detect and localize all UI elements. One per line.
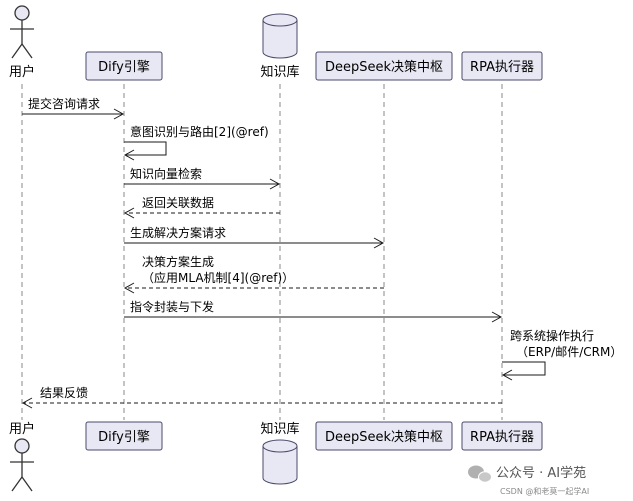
message-2-self-arrow bbox=[124, 141, 167, 156]
participant-rpa-top-box bbox=[461, 51, 543, 81]
message-9-arrowhead bbox=[21, 397, 33, 409]
participant-deepseek-top: DeepSeek决策中枢 bbox=[325, 59, 443, 75]
participant-kb-bottom: 知识库 bbox=[260, 421, 299, 437]
user-actor-top-icon bbox=[10, 5, 34, 59]
database-bottom-icon bbox=[262, 439, 298, 485]
participant-user-top: 用户 bbox=[9, 64, 35, 80]
message-3-arrowhead bbox=[269, 178, 281, 190]
participant-dify-bottom: Dify引擎 bbox=[98, 430, 150, 445]
participant-dify-top-box bbox=[85, 51, 163, 81]
message-7-label: 指令封装与下发 bbox=[130, 299, 214, 314]
message-7-arrowhead bbox=[491, 311, 503, 323]
message-8-arrowhead bbox=[501, 369, 513, 381]
wechat-logo-icon bbox=[468, 465, 492, 483]
watermark-credit: CSDN @和老莫一起学AI bbox=[500, 486, 589, 496]
participant-dify-bottom-box bbox=[85, 421, 163, 451]
message-8-self-arrow bbox=[502, 361, 546, 376]
database-top-icon bbox=[262, 13, 298, 59]
message-5-label: 生成解决方案请求 bbox=[130, 225, 226, 240]
message-1-arrowhead bbox=[113, 108, 125, 120]
message-2-arrowhead bbox=[123, 149, 135, 161]
message-8-label-line1: 跨系统操作执行 bbox=[510, 328, 594, 343]
participant-deepseek-bottom-box bbox=[315, 421, 453, 451]
message-6-label-line1: 决策方案生成 bbox=[142, 254, 214, 269]
message-4-arrowhead bbox=[123, 207, 135, 219]
message-5-arrowhead bbox=[373, 237, 385, 249]
watermark-channel: 公众号 · AI学苑 bbox=[496, 465, 586, 481]
message-2-label: 意图识别与路由[2](@ref) bbox=[130, 124, 269, 139]
participant-dify-top: Dify引擎 bbox=[98, 60, 150, 75]
message-9-label: 结果反馈 bbox=[40, 386, 88, 400]
participant-rpa-top: RPA执行器 bbox=[470, 60, 534, 75]
message-6-label-line2: （应用MLA机制[4](@ref)） bbox=[142, 270, 294, 285]
message-8-label-line2: （ERP/邮件/CRM） bbox=[516, 345, 622, 359]
participant-user-bottom: 用户 bbox=[9, 421, 35, 437]
message-3-label: 知识向量检索 bbox=[130, 166, 202, 181]
participant-deepseek-top-box bbox=[315, 51, 453, 81]
user-actor-bottom-icon bbox=[10, 438, 34, 492]
participant-kb-top: 知识库 bbox=[260, 64, 299, 80]
message-4-label: 返回关联数据 bbox=[142, 195, 214, 210]
message-1-label: 提交咨询请求 bbox=[28, 96, 100, 111]
participant-rpa-bottom-box bbox=[461, 421, 543, 451]
message-6-arrowhead bbox=[123, 282, 135, 294]
participant-rpa-bottom: RPA执行器 bbox=[470, 430, 534, 445]
participant-deepseek-bottom: DeepSeek决策中枢 bbox=[325, 429, 443, 445]
